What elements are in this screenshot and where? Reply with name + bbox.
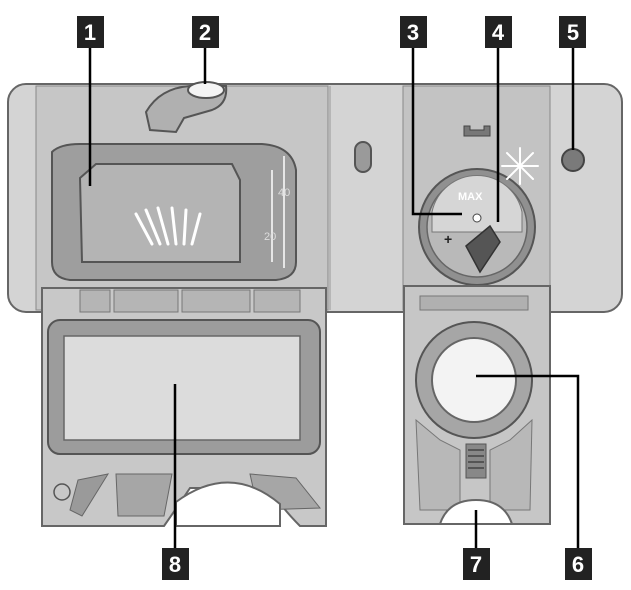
callout-label-5: 5 (567, 20, 579, 45)
callout-1: 1 (77, 16, 104, 48)
callout-7: 7 (463, 548, 490, 580)
callout-8: 8 (162, 548, 189, 580)
center-slot (354, 141, 372, 173)
callout-4: 4 (485, 16, 512, 48)
callout-label-6: 6 (572, 552, 584, 577)
callout-6: 6 (565, 548, 592, 580)
scale-label-upper: 40 (278, 187, 290, 199)
callout-2: 2 (192, 16, 219, 48)
detergent-compartment-lid: 40 20 (51, 143, 297, 281)
callout-5: 5 (559, 16, 586, 48)
callout-label-1: 1 (84, 20, 96, 45)
leader-line-3 (411, 48, 462, 216)
detergent-symbol-icon (134, 206, 202, 246)
callout-label-7: 7 (470, 552, 482, 577)
callout-label-4: 4 (492, 20, 505, 45)
callout-3: 3 (400, 16, 427, 48)
rinse-aid-reservoir (403, 285, 551, 525)
rinse-level-marker (463, 125, 491, 137)
scale-label-lower: 20 (264, 231, 276, 243)
measurement-scale: 40 20 (264, 156, 290, 268)
callout-label-8: 8 (169, 552, 181, 577)
dial-max-label: MAX (458, 191, 483, 203)
detergent-flap (41, 287, 327, 527)
dosage-dial: MAX + (418, 168, 536, 286)
leader-line-6 (476, 374, 580, 548)
callout-label-3: 3 (407, 20, 419, 45)
dial-plus-label: + (444, 231, 452, 247)
rinse-aid-indicator-icon (501, 147, 539, 185)
leader-lines (88, 48, 580, 548)
rinse-aid-button (561, 148, 585, 172)
callout-label-2: 2 (199, 20, 211, 45)
